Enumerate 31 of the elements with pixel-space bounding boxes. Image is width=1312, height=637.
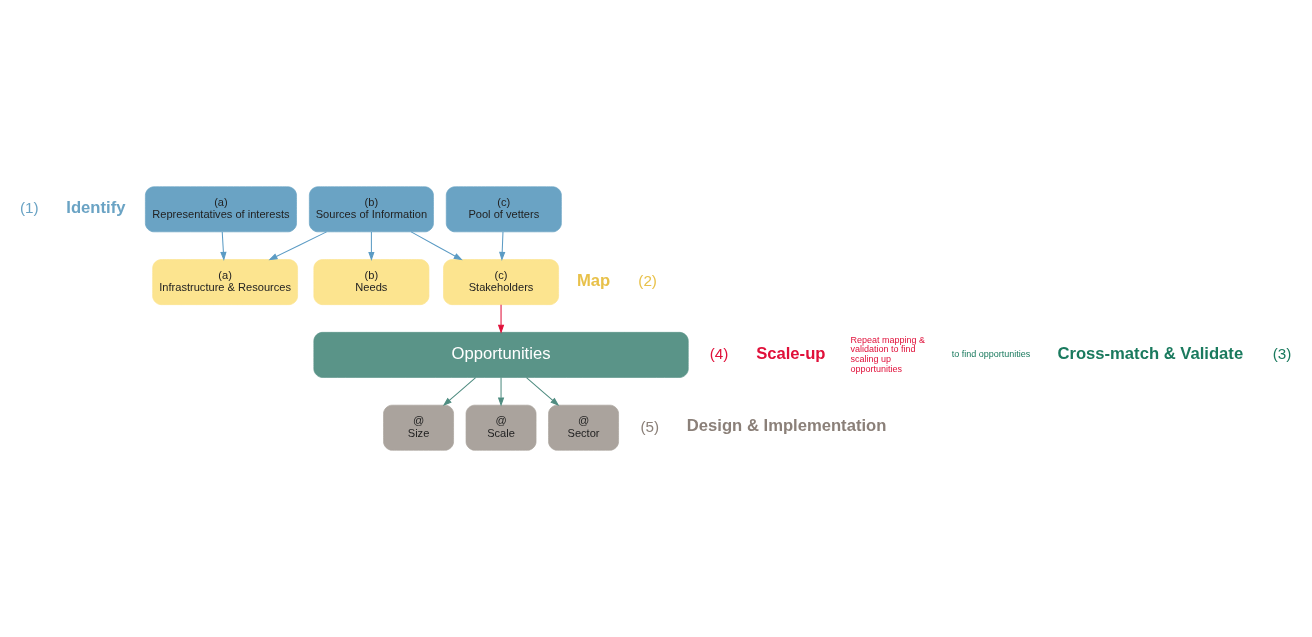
node-box: (a) Infrastructure & Resources [152,259,298,305]
label: (3) [1272,344,1292,362]
arrow [497,304,505,334]
label: Repeat mapping & validation to find scaling up opportunities [850,334,926,374]
label: (5) [640,417,660,435]
arrow [368,231,375,261]
node-box: Opportunities [313,332,689,378]
label: Cross-match & Validate [1057,343,1244,363]
label: Design & Implementation [686,416,887,436]
node-box: @ Scale [465,404,537,451]
label: (4) [709,344,729,362]
label: (1) [19,199,39,217]
label: to find opportunities [951,349,1031,360]
arrow [442,377,477,406]
arrow [410,231,463,261]
arrow [268,231,328,261]
label: Map [576,270,611,290]
arrow [497,377,505,407]
node-box: (c) Pool of vetters [445,186,562,233]
node-box: (b) Needs [313,259,430,305]
arrow [525,377,560,406]
arrow [220,231,227,261]
node-box: @ Size [383,404,454,451]
arrow [499,231,506,261]
node-box: (a) Representatives of interests [145,186,297,233]
label: Scale-up [756,343,826,363]
node-box: (c) Stakeholders [443,259,559,305]
node-box: (b) Sources of Information [309,186,434,233]
node-box: @ Sector [548,404,619,451]
label: Identify [66,197,126,217]
label: (2) [638,271,657,289]
